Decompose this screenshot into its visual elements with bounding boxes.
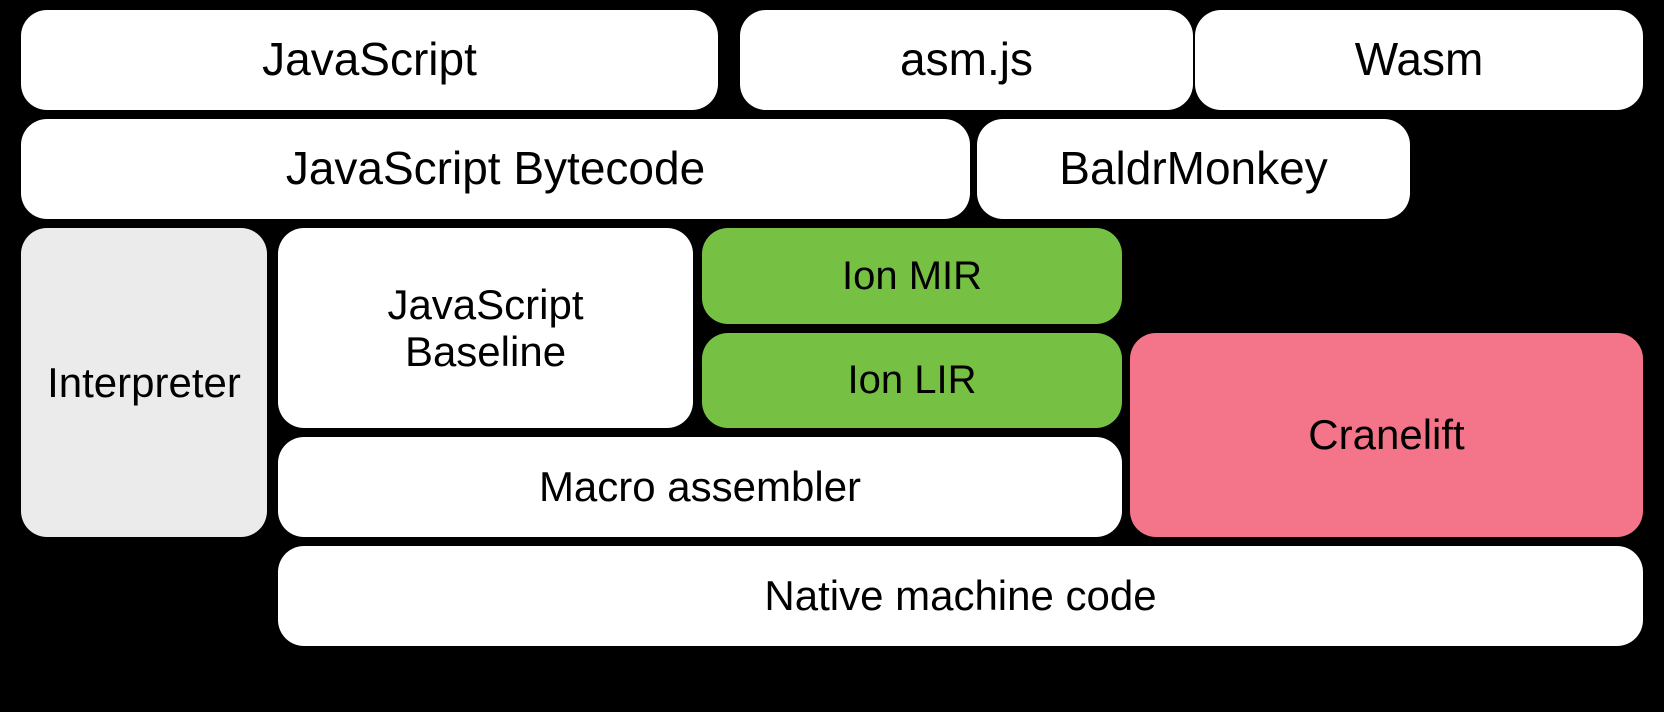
node-javascript[interactable]: JavaScript <box>21 10 718 110</box>
node-ion-mir[interactable]: Ion MIR <box>702 228 1122 324</box>
node-macro-assembler[interactable]: Macro assembler <box>278 437 1122 537</box>
node-javascript-bytecode[interactable]: JavaScript Bytecode <box>21 119 970 219</box>
node-macro-assembler-label: Macro assembler <box>538 463 862 511</box>
node-cranelift[interactable]: Cranelift <box>1130 333 1643 537</box>
node-interpreter[interactable]: Interpreter <box>21 228 267 537</box>
node-asm-js-label: asm.js <box>900 33 1033 86</box>
node-javascript-label: JavaScript <box>262 33 477 86</box>
node-wasm[interactable]: Wasm <box>1195 10 1643 110</box>
node-asm-js[interactable]: asm.js <box>740 10 1193 110</box>
node-baldrmonkey-label: BaldrMonkey <box>1059 142 1328 195</box>
node-ion-mir-label: Ion MIR <box>841 253 983 298</box>
node-native-machine-code-label: Native machine code <box>764 572 1157 620</box>
node-interpreter-label: Interpreter <box>47 358 241 406</box>
node-ion-lir-label: Ion LIR <box>847 358 977 403</box>
node-javascript-baseline-label: JavaScript Baseline <box>387 280 584 375</box>
node-wasm-label: Wasm <box>1354 33 1484 86</box>
node-javascript-baseline[interactable]: JavaScript Baseline <box>278 228 693 428</box>
node-native-machine-code[interactable]: Native machine code <box>278 546 1643 646</box>
node-javascript-bytecode-label: JavaScript Bytecode <box>285 142 706 195</box>
node-baldrmonkey[interactable]: BaldrMonkey <box>977 119 1410 219</box>
node-ion-lir[interactable]: Ion LIR <box>702 333 1122 428</box>
node-cranelift-label: Cranelift <box>1308 411 1465 459</box>
